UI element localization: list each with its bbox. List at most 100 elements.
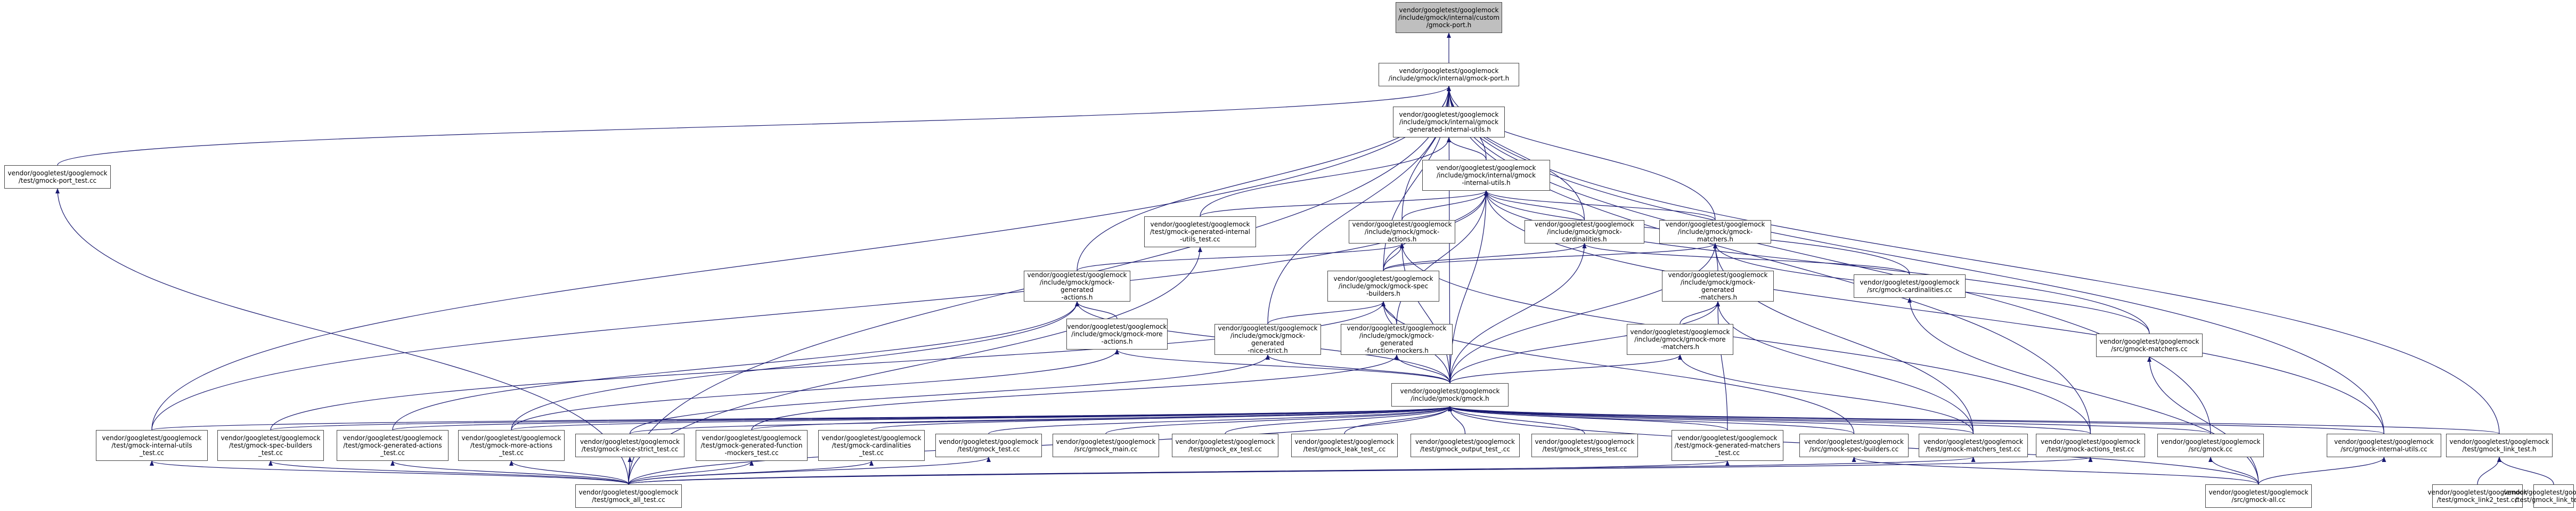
graph-node-gen-nice-strict-h[interactable]: vendor/googletest/googlemock /include/gm…	[1214, 324, 1321, 355]
edge-t-nice-strict-to-gen-nice-strict-h	[629, 354, 1270, 434]
edge-src-all-to-src-internal-utils	[2258, 457, 2386, 485]
edge-gmock-h-to-gen-matchers-h	[1449, 301, 1720, 384]
graph-node-more-actions-h[interactable]: vendor/googletest/googlemock /include/gm…	[1066, 319, 1168, 350]
edge-gmock-h-to-more-matchers-h	[1449, 354, 1682, 384]
edge-gmock-h-to-more-actions-h	[1115, 349, 1450, 384]
graph-node-t-leak[interactable]: vendor/googletest/googlemock /test/gmock…	[1291, 434, 1398, 457]
graph-node-t-all[interactable]: vendor/googletest/googlemock /test/gmock…	[575, 484, 682, 508]
graph-node-src-cardinalities[interactable]: vendor/googletest/googlemock /src/gmock-…	[1854, 274, 1966, 298]
edge-gmock-h-to-cardinalities-h	[1449, 243, 1587, 384]
graph-node-gen-internal-utils-test[interactable]: vendor/googletest/googlemock /test/gmock…	[1144, 216, 1256, 247]
edge-t-internal-utils-to-gmock-port	[151, 86, 1451, 431]
graph-node-t-link[interactable]: vendor/googletest/googlemock /test/gmock…	[2504, 484, 2576, 508]
graph-node-internal-utils[interactable]: vendor/googletest/googlemock /include/gm…	[1422, 160, 1550, 191]
edge-src-internal-utils-to-gmock-port	[1447, 86, 2385, 434]
graph-node-actions-h[interactable]: vendor/googletest/googlemock /include/gm…	[1349, 220, 1455, 244]
edge-t-more-actions-to-gmock-h	[511, 406, 1452, 431]
graph-node-t-link-h[interactable]: vendor/googletest/googlemock /test/gmock…	[2446, 434, 2553, 457]
graph-node-src-gmock-main[interactable]: vendor/googletest/googlemock /src/gmock_…	[1053, 434, 1159, 457]
edge-t-matchers-to-gmock-h	[1448, 406, 1974, 434]
graph-node-matchers-h[interactable]: vendor/googletest/googlemock /include/gm…	[1659, 220, 1771, 244]
edge-gmock-h-to-gen-function-mockers-h	[1395, 354, 1450, 384]
edge-t-all-to-t-spec-builders	[268, 460, 629, 485]
edge-t-all-to-t-actions	[628, 457, 2092, 485]
graph-node-spec-builders-h[interactable]: vendor/googletest/googlemock /include/gm…	[1327, 271, 1439, 302]
graph-node-t-link2[interactable]: vendor/googletest/googlemock /test/gmock…	[2428, 484, 2527, 508]
edge-t-gen-matchers-to-gen-matchers-h	[1716, 301, 1728, 431]
graph-node-t-gmock[interactable]: vendor/googletest/googlemock /test/gmock…	[935, 434, 1042, 457]
edge-t-gmock-to-gmock-h	[988, 406, 1452, 434]
edge-src-matchers-to-internal-utils	[1484, 190, 2150, 334]
edge-src-spec-builders-to-gmock-h	[1448, 406, 1855, 434]
edge-gen-internal-utils-test-to-gen-internal-utils	[1200, 137, 1451, 217]
edge-t-actions-to-gmock-h	[1448, 406, 2091, 434]
graph-node-src-gmock[interactable]: vendor/googletest/googlemock /src/gmock.…	[2157, 434, 2264, 457]
graph-node-gmock-port[interactable]: vendor/googletest/googlemock /include/gm…	[1379, 63, 1519, 86]
graph-node-src-internal-utils[interactable]: vendor/googletest/googlemock /src/gmock-…	[2327, 434, 2441, 457]
graph-node-t-matchers[interactable]: vendor/googletest/googlemock /test/gmock…	[1919, 434, 2028, 457]
edge-t-leak-to-gmock-h	[1344, 406, 1452, 434]
edge-gmock-h-to-matchers-h	[1449, 243, 1717, 384]
edge-t-stress-to-gmock-h	[1448, 406, 1585, 434]
edge-t-all-to-port-test	[55, 188, 629, 485]
edge-cardinalities-h-to-internal-utils	[1484, 190, 1585, 221]
graph-node-src-matchers[interactable]: vendor/googletest/googlemock /src/gmock-…	[2096, 334, 2203, 357]
edge-spec-builders-h-to-cardinalities-h	[1383, 243, 1587, 271]
edge-t-gen-function-mockers-to-gen-function-mockers-h	[751, 354, 1399, 431]
graph-node-t-cardinalities[interactable]: vendor/googletest/googlemock /test/gmock…	[818, 430, 925, 461]
graph-node-t-output[interactable]: vendor/googletest/googlemock /test/gmock…	[1411, 434, 1520, 457]
graph-node-t-gen-function-mockers[interactable]: vendor/googletest/googlemock /test/gmock…	[696, 430, 808, 461]
edge-t-actions-to-actions-h	[1400, 243, 2091, 434]
edge-src-internal-utils-to-gmock-h	[1448, 406, 2385, 434]
edge-gen-internal-utils-test-to-internal-utils	[1200, 190, 1488, 217]
edge-t-all-to-t-gen-function-mockers	[628, 460, 754, 485]
graph-node-gen-function-mockers-h[interactable]: vendor/googletest/googlemock /include/gm…	[1341, 324, 1453, 355]
graph-node-t-gen-matchers[interactable]: vendor/googletest/googlemock /test/gmock…	[1672, 430, 1783, 461]
graph-node-t-ex[interactable]: vendor/googletest/googlemock /test/gmock…	[1172, 434, 1278, 457]
graph-node-gen-matchers-h[interactable]: vendor/googletest/googlemock /include/gm…	[1662, 271, 1774, 302]
edge-gmock-h-to-actions-h	[1400, 243, 1450, 384]
graph-node-cardinalities-h[interactable]: vendor/googletest/googlemock /include/gm…	[1525, 220, 1644, 244]
graph-node-src-spec-builders[interactable]: vendor/googletest/googlemock /src/gmock-…	[1799, 434, 1909, 457]
graph-node-t-spec-builders[interactable]: vendor/googletest/googlemock /test/gmock…	[217, 430, 324, 461]
graph-node-t-internal-utils[interactable]: vendor/googletest/googlemock /test/gmock…	[96, 430, 208, 461]
edge-src-all-to-src-gmock	[2208, 457, 2259, 485]
edge-t-matchers-to-more-matchers-h	[1678, 354, 1974, 434]
edge-t-gen-function-mockers-to-gmock-h	[751, 406, 1452, 431]
edge-t-more-actions-to-gen-actions-h	[511, 301, 1079, 431]
graph-node-t-actions[interactable]: vendor/googletest/googlemock /test/gmock…	[2036, 434, 2145, 457]
edge-t-more-actions-to-more-actions-h	[511, 349, 1119, 431]
edge-src-all-to-src-spec-builders	[1852, 457, 2259, 485]
edge-actions-h-to-internal-utils	[1401, 190, 1488, 221]
graph-node-t-more-actions[interactable]: vendor/googletest/googlemock /test/gmock…	[458, 430, 565, 461]
edge-t-link-h-to-gmock-port	[1447, 86, 2500, 434]
graph-node-gen-actions-h[interactable]: vendor/googletest/googlemock /include/gm…	[1024, 271, 1130, 302]
graph-node-t-stress[interactable]: vendor/googletest/googlemock /test/gmock…	[1531, 434, 1638, 457]
edge-spec-builders-h-to-matchers-h	[1383, 243, 1717, 271]
edge-t-all-to-t-internal-utils	[150, 460, 629, 485]
edge-t-ex-to-gmock-h	[1225, 406, 1452, 434]
edge-internal-utils-to-gen-internal-utils	[1447, 137, 1487, 160]
graph-node-gmock-h[interactable]: vendor/googletest/googlemock /include/gm…	[1391, 383, 1509, 407]
edge-src-all-to-src-matchers	[2147, 356, 2259, 485]
edge-port-test-to-gmock-port	[57, 86, 1451, 166]
edge-gen-nice-strict-h-to-spec-builders-h	[1267, 301, 1385, 325]
edge-src-gmock-main-to-gmock-h	[1105, 406, 1452, 434]
edge-t-gen-actions-to-gen-actions-h	[392, 301, 1079, 431]
graph-node-gen-internal-utils[interactable]: vendor/googletest/googlemock /include/gm…	[1393, 107, 1505, 137]
edge-src-gmock-to-gmock-h	[1448, 406, 2211, 434]
graph-node-src-all[interactable]: vendor/googletest/googlemock /src/gmock-…	[2205, 484, 2312, 508]
graph-node-t-nice-strict[interactable]: vendor/googletest/googlemock /test/gmock…	[575, 434, 684, 457]
edge-matchers-h-to-internal-utils	[1484, 190, 1716, 221]
edge-t-all-to-t-gen-actions	[390, 460, 629, 485]
edge-t-link-h-to-gmock-h	[1448, 406, 2500, 434]
edge-gen-actions-h-to-actions-h	[1077, 243, 1404, 271]
graph-node-port-test[interactable]: vendor/googletest/googlemock /test/gmock…	[4, 165, 111, 189]
edge-src-cardinalities-to-cardinalities-h	[1582, 243, 1910, 275]
graph-node-t-gen-actions[interactable]: vendor/googletest/googlemock /test/gmock…	[337, 430, 449, 461]
graph-node-more-matchers-h[interactable]: vendor/googletest/googlemock /include/gm…	[1627, 324, 1733, 355]
edge-t-all-to-t-gmock	[628, 457, 991, 485]
edge-t-cardinalities-to-gmock-h	[871, 406, 1452, 431]
edge-src-gmock-to-gmock-port	[1447, 86, 2211, 434]
